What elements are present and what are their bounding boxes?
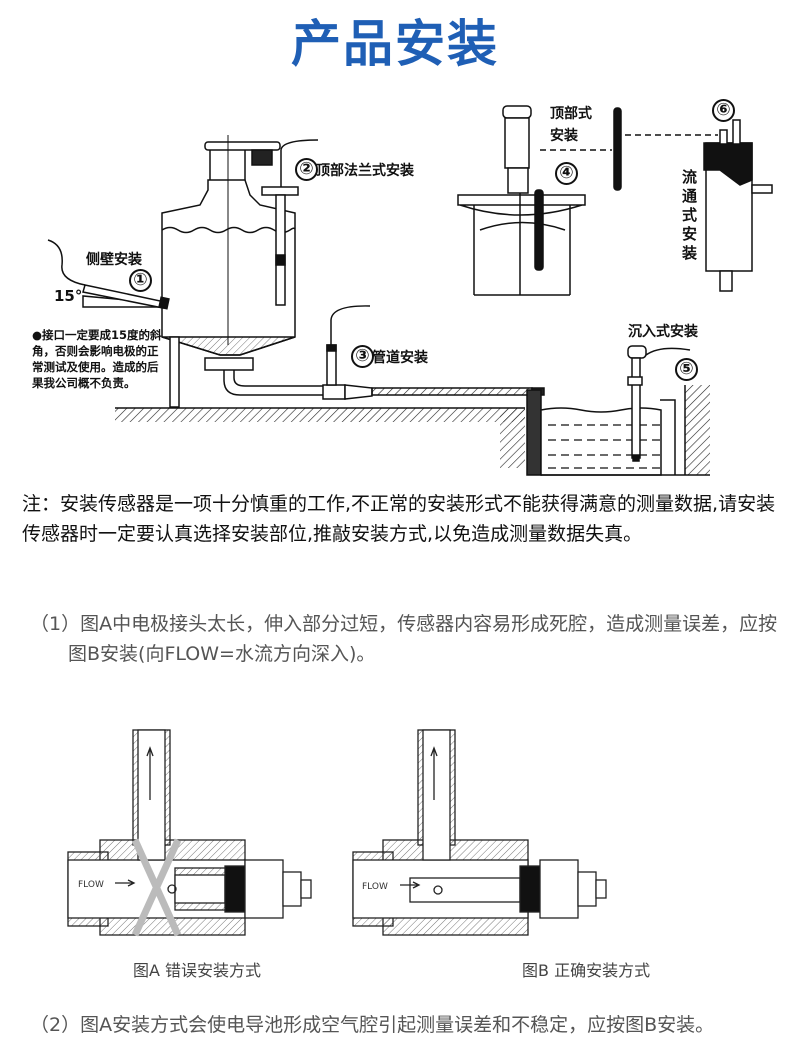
top-mount-label-2: 安装 <box>550 128 578 144</box>
figure-b-diagram <box>352 729 607 936</box>
top-flange-label: 顶部法兰式安装 <box>316 163 414 179</box>
figure-a-caption: 图A 错误安装方式 <box>133 961 262 980</box>
page-title: 产品安装 <box>291 15 499 73</box>
figure-a-flow-label: FLOW <box>78 880 104 890</box>
point-1-line-1: （1）图A中电极接头太长，伸入部分过短，传感器内容易形成死腔，造成测量误差，应按 <box>30 613 778 635</box>
side-wall-label: 侧壁安装 <box>86 252 142 268</box>
flow-through-label: 流通式安装 <box>682 168 698 262</box>
warning-note: ●接口一定要成15度的斜角，否则会影响电极的正常测试及使用。造成的后果我公司概不… <box>32 328 162 390</box>
immersion-label: 沉入式安装 <box>628 324 698 340</box>
top-mount-label-1: 顶部式 <box>550 106 592 122</box>
number-2-badge: ② <box>295 158 318 181</box>
point-2: （2）图A安装方式会使电导池形成空气腔引起测量误差和不稳定，应按图B安装。 <box>30 1014 715 1036</box>
number-5-badge: ⑤ <box>675 358 698 381</box>
angle-label: 15° <box>54 287 83 305</box>
figure-b-caption: 图B 正确安装方式 <box>522 961 651 980</box>
pipe-label: 管道安装 <box>372 350 428 366</box>
figure-a-diagram <box>67 729 312 937</box>
point-1-line-2: 图B安装(向FLOW=水流方向深入)。 <box>68 643 376 665</box>
tank-diagram <box>47 105 773 476</box>
installation-note: 注：安装传感器是一项十分慎重的工作,不正常的安装形式不能获得满意的测量数据,请安… <box>22 493 776 545</box>
number-4-badge: ④ <box>555 162 578 185</box>
figure-b-flow-label: FLOW <box>362 882 388 892</box>
number-6-badge: ⑥ <box>712 99 735 122</box>
number-3-badge: ③ <box>351 345 374 368</box>
number-1-badge: ① <box>129 269 152 292</box>
